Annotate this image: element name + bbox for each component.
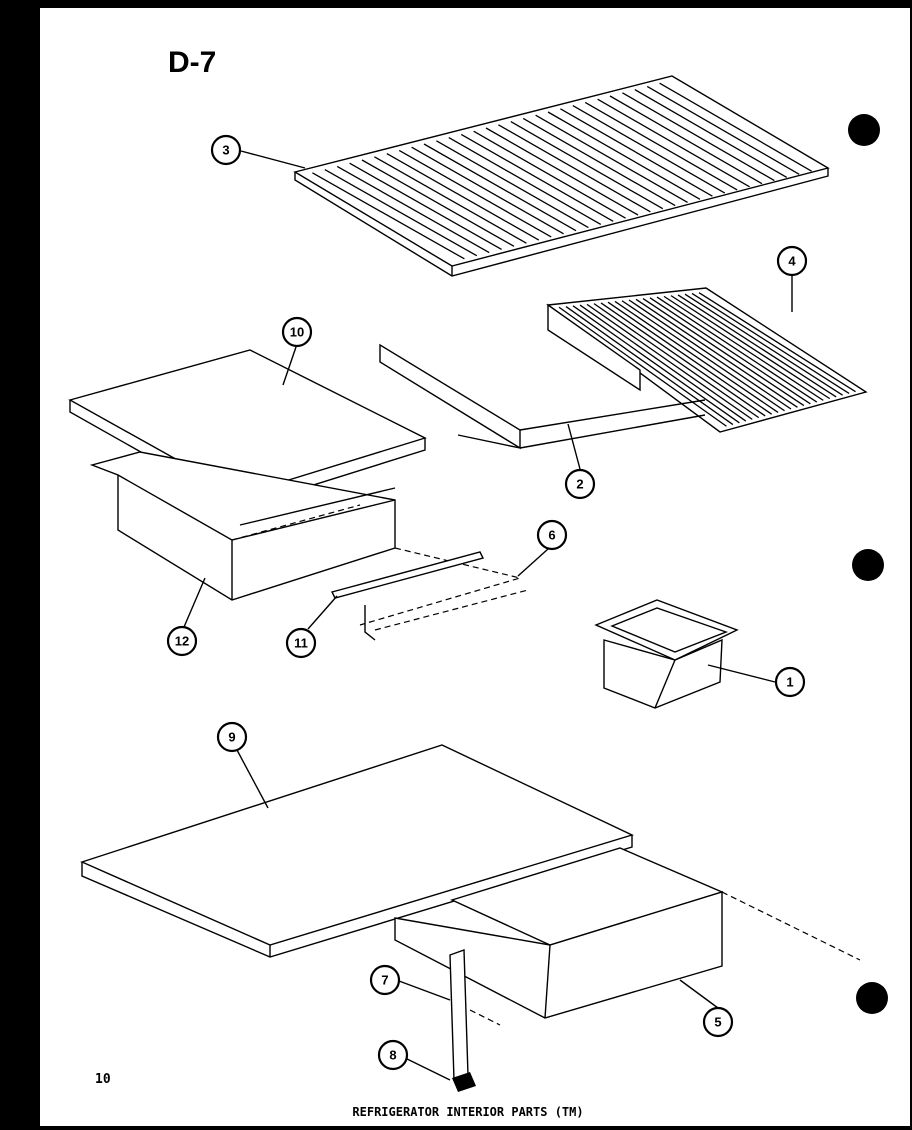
callout-11: 11 bbox=[285, 627, 317, 659]
lower-drawer-part-5 bbox=[394, 847, 861, 1026]
callout-4: 4 bbox=[776, 245, 808, 277]
wire-rod bbox=[698, 292, 856, 393]
wire-rod bbox=[621, 300, 785, 412]
callout-label: 7 bbox=[381, 973, 388, 988]
foot-part-8 bbox=[452, 1072, 476, 1092]
callout-label: 4 bbox=[788, 254, 796, 269]
wire-rod bbox=[593, 303, 760, 419]
wire-rod bbox=[649, 297, 811, 405]
callout-7: 7 bbox=[369, 964, 401, 996]
wire-rod bbox=[565, 306, 734, 426]
callout-label: 9 bbox=[228, 730, 235, 745]
wire-rod bbox=[600, 302, 766, 417]
callout-8: 8 bbox=[377, 1039, 409, 1071]
page-number: 10 bbox=[95, 1072, 111, 1087]
wire-rod bbox=[324, 169, 478, 257]
wire-rod bbox=[312, 172, 465, 260]
wire-rod bbox=[670, 295, 831, 400]
wire-rod bbox=[656, 296, 818, 403]
wire-rod bbox=[547, 111, 701, 200]
glass-shelf-part-9 bbox=[80, 744, 634, 958]
registration-dot bbox=[852, 549, 884, 581]
wire-rod bbox=[510, 121, 664, 210]
wire-rod bbox=[535, 114, 688, 204]
wire-rod bbox=[628, 299, 792, 410]
wire-rod bbox=[374, 156, 527, 244]
wire-rod bbox=[659, 82, 812, 172]
support-post-part-7 bbox=[449, 949, 469, 1081]
wire-rod bbox=[473, 130, 626, 219]
callout-label: 8 bbox=[389, 1048, 396, 1063]
callout-5: 5 bbox=[702, 1006, 734, 1038]
wire-rod bbox=[349, 162, 502, 251]
wire-rod bbox=[485, 127, 639, 216]
callout-label: 2 bbox=[576, 477, 583, 492]
wire-shelf-part-2 bbox=[379, 287, 868, 450]
callout-label: 10 bbox=[290, 325, 304, 340]
wire-rod bbox=[634, 89, 788, 178]
callout-6: 6 bbox=[536, 519, 568, 551]
wire-rod bbox=[398, 149, 552, 238]
wire-rod bbox=[448, 137, 602, 225]
wire-rod bbox=[522, 117, 676, 207]
bin-part-1 bbox=[594, 599, 739, 709]
rail-part-11 bbox=[330, 551, 485, 599]
wire-rod bbox=[677, 294, 837, 398]
callout-9: 9 bbox=[216, 721, 248, 753]
wire-rod bbox=[460, 133, 614, 222]
callout-1: 1 bbox=[774, 666, 806, 698]
wire-shelf-part-3 bbox=[293, 75, 830, 277]
callout-label: 3 bbox=[222, 143, 229, 158]
wire-rod bbox=[584, 101, 738, 191]
wire-rod bbox=[572, 305, 740, 424]
wire-rod bbox=[579, 304, 747, 422]
crisper-drawer-part-12 bbox=[89, 451, 523, 626]
wire-rod bbox=[560, 108, 713, 197]
wire-rod bbox=[684, 293, 843, 396]
registration-dot bbox=[856, 982, 888, 1014]
wire-rod bbox=[423, 143, 577, 232]
channel-part-6 bbox=[364, 589, 529, 641]
page-code: D-7 bbox=[168, 46, 216, 79]
wire-rod bbox=[691, 292, 850, 395]
callout-label: 11 bbox=[294, 636, 308, 651]
wire-rod bbox=[597, 98, 750, 188]
wire-rod bbox=[646, 85, 800, 175]
wire-rod bbox=[436, 140, 589, 229]
wire-rod bbox=[609, 95, 763, 185]
wire-rod bbox=[586, 303, 753, 420]
wire-rod bbox=[614, 300, 779, 413]
callout-label: 6 bbox=[548, 528, 555, 543]
wire-rod bbox=[411, 146, 564, 235]
registration-dot bbox=[848, 114, 880, 146]
caption: REFRIGERATOR INTERIOR PARTS (TM) bbox=[352, 1105, 583, 1119]
wire-rod bbox=[663, 295, 824, 401]
callout-12: 12 bbox=[166, 625, 198, 657]
wire-rod bbox=[498, 124, 651, 213]
wire-rod bbox=[622, 92, 775, 182]
wire-rod bbox=[607, 301, 773, 415]
wire-rod bbox=[635, 298, 798, 408]
wire-rod bbox=[558, 306, 727, 427]
wire-rod bbox=[642, 298, 805, 407]
callout-10: 10 bbox=[281, 316, 313, 348]
callout-label: 1 bbox=[786, 675, 793, 690]
wire-rod bbox=[336, 165, 490, 254]
leader-lines bbox=[183, 150, 793, 1081]
callout-3: 3 bbox=[210, 134, 242, 166]
callout-label: 12 bbox=[175, 634, 189, 649]
wire-rod bbox=[361, 159, 515, 247]
callout-2: 2 bbox=[564, 468, 596, 500]
callout-label: 5 bbox=[714, 1015, 721, 1030]
wire-rod bbox=[386, 153, 540, 241]
wire-rod bbox=[572, 105, 726, 194]
